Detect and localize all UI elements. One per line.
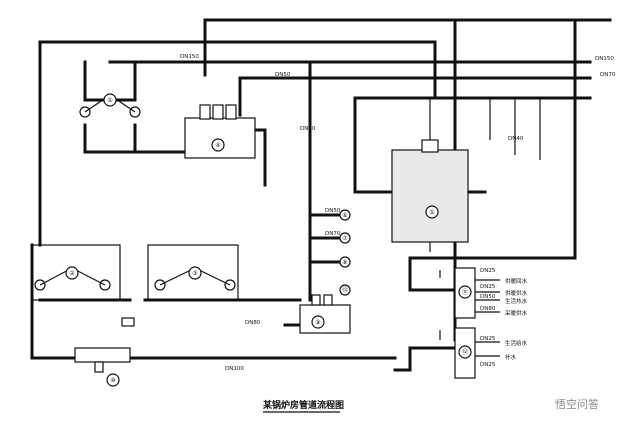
- label-dn25-r6: DN25: [480, 362, 496, 368]
- softener: ⑩: [74, 317, 135, 387]
- valve-a-tag: ⑥: [342, 212, 347, 219]
- label-dn70-vert: DN70: [300, 126, 316, 132]
- dist-2-tag: ⑫: [462, 348, 468, 356]
- label-dn80-r4: DN80: [480, 306, 496, 312]
- pump-b-tag: ②: [69, 270, 75, 277]
- softener-tag: ⑩: [110, 377, 115, 384]
- right-label-2: 供暖供水: [505, 289, 528, 297]
- tank-tag: ⑤: [429, 209, 434, 216]
- pump-c-tag: ③: [192, 270, 197, 277]
- manifold-top-tag: ④: [215, 142, 220, 149]
- label-dn150-right: DN150: [595, 56, 614, 62]
- right-label-5: 生活给水: [505, 339, 528, 347]
- label-dn25-r2: DN25: [480, 284, 496, 290]
- valve-c-tag: ⑧: [342, 259, 347, 266]
- pump-group-left: ②: [31, 244, 121, 301]
- valve-b-tag: ⑦: [342, 235, 348, 242]
- main-pipes: [30, 18, 612, 372]
- right-label-3: 生活热水: [505, 297, 528, 305]
- label-dn40: DN40: [508, 136, 524, 142]
- label-dn70-right: DN70: [600, 72, 616, 78]
- top-manifold: ④: [184, 104, 256, 159]
- label-dn150-top: DN150: [180, 54, 199, 60]
- pipe-labels: DN150 DN150 DN70 DN50 DN70 DN40 DN50 DN7…: [180, 54, 616, 372]
- pump-a-tag: ①: [107, 97, 112, 104]
- distributor-1: ⑪: [454, 267, 476, 319]
- right-labels: 供暖回水 供暖供水 生活热水 采暖供水 生活给水 补水: [505, 277, 528, 361]
- label-dn70-branch: DN70: [325, 231, 341, 237]
- label-dn25-r5: DN25: [480, 336, 496, 342]
- right-label-6: 补水: [505, 353, 517, 361]
- label-dn50-mid: DN50: [275, 72, 291, 78]
- diagram-title: 某锅炉房管道流程图: [263, 399, 344, 411]
- filter-tag: ⑬: [342, 286, 348, 294]
- bottom-manifold: ⑨ ⑬: [299, 284, 351, 334]
- label-dn50-r3: DN50: [480, 294, 496, 300]
- mid-instruments: ⑥ ⑦ ⑧: [339, 209, 351, 268]
- pump-group-top-left: ①: [79, 93, 141, 118]
- manifold-bottom-tag: ⑨: [315, 319, 320, 326]
- right-label-4: 采暖供水: [505, 309, 528, 317]
- water-tank: ⑤: [391, 139, 469, 252]
- watermark: 悟空问答: [555, 397, 599, 411]
- label-dn50-branch: DN50: [325, 208, 341, 214]
- label-dn25-r1: DN25: [480, 268, 496, 274]
- label-dn80-low: DN80: [245, 320, 261, 326]
- label-dn100-bottom: DN100: [225, 366, 244, 372]
- pump-group-middle: ③: [147, 244, 239, 301]
- right-label-1: 供暖回水: [505, 277, 528, 285]
- branch-pipes: [429, 98, 541, 357]
- dist-1-tag: ⑪: [462, 288, 468, 296]
- distributor-2: ⑫: [454, 327, 476, 379]
